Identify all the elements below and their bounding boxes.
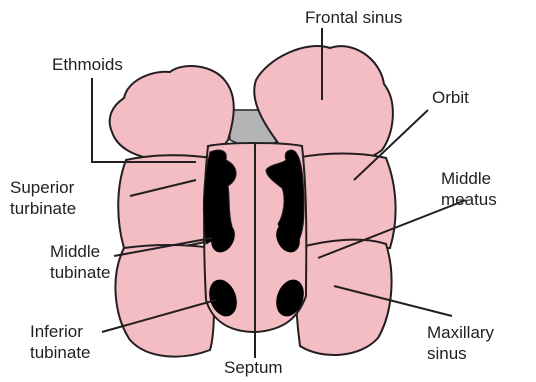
label-maxillary-line2: sinus	[427, 344, 467, 363]
maxillary-sinus-left	[115, 245, 214, 357]
orbit-right	[294, 154, 396, 251]
label-frontal-sinus: Frontal sinus	[305, 8, 402, 27]
label-middle-tubinate-line1: Middle	[50, 242, 100, 261]
label-ethmoids: Ethmoids	[52, 55, 123, 74]
label-maxillary-line1: Maxillary	[427, 323, 495, 342]
label-superior-line2: turbinate	[10, 199, 76, 218]
label-middle-meatus-line2: meatus	[441, 190, 497, 209]
orbit-left	[118, 155, 216, 249]
label-inferior-tubinate-line1: Inferior	[30, 322, 83, 341]
label-orbit: Orbit	[432, 88, 469, 107]
label-superior-line1: Superior	[10, 178, 75, 197]
label-middle-meatus-line1: Middle	[441, 169, 491, 188]
label-inferior-tubinate-line2: tubinate	[30, 343, 91, 362]
label-middle-tubinate-line2: tubinate	[50, 263, 111, 282]
label-septum: Septum	[224, 358, 283, 377]
